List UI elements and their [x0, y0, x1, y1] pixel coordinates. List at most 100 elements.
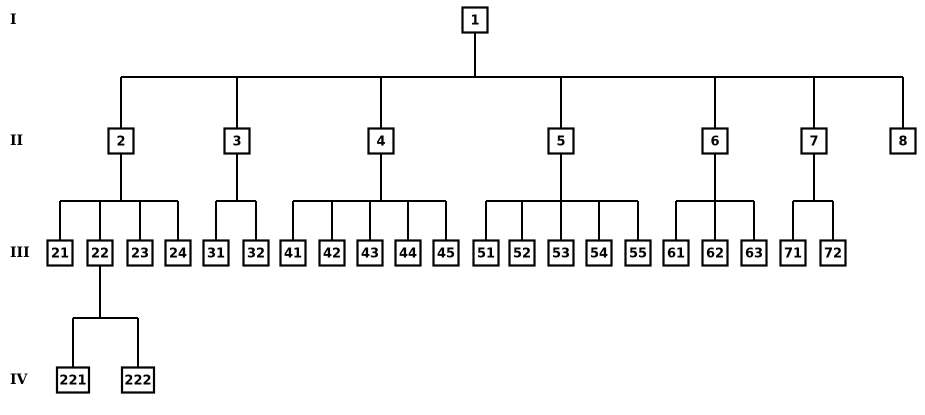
level-label: II — [10, 133, 23, 149]
tree-node-41: 41 — [279, 239, 307, 267]
tree-node-6: 6 — [701, 127, 729, 155]
level-label: IV — [10, 372, 29, 388]
tree-node-7: 7 — [800, 127, 828, 155]
node-box — [547, 127, 575, 155]
connector-lines — [59, 32, 904, 368]
node-box — [242, 239, 270, 267]
node-label: 45 — [437, 247, 455, 262]
tree-node-62: 62 — [701, 239, 729, 267]
node-box — [819, 239, 847, 267]
node-label: 62 — [706, 247, 724, 262]
node-label: 21 — [51, 247, 69, 262]
node-box — [889, 127, 917, 155]
node-box — [432, 239, 460, 267]
node-label: 41 — [284, 247, 302, 262]
node-label: 222 — [124, 374, 151, 389]
tree-node-54: 54 — [585, 239, 613, 267]
node-box — [318, 239, 346, 267]
node-label: 42 — [323, 247, 341, 262]
level-label: III — [10, 245, 30, 261]
node-box — [779, 239, 807, 267]
node-box — [624, 239, 652, 267]
node-box — [86, 239, 114, 267]
tree-node-5: 5 — [547, 127, 575, 155]
tree-node-22: 22 — [86, 239, 114, 267]
tree-node-45: 45 — [432, 239, 460, 267]
tree-node-71: 71 — [779, 239, 807, 267]
node-label: 72 — [824, 247, 842, 262]
tree-node-31: 31 — [202, 239, 230, 267]
tree-node-222: 222 — [120, 366, 156, 394]
tree-node-43: 43 — [356, 239, 384, 267]
node-label: 22 — [91, 247, 109, 262]
node-box — [547, 239, 575, 267]
node-label: 24 — [169, 247, 187, 262]
node-label: 44 — [399, 247, 417, 262]
node-label: 53 — [552, 247, 570, 262]
tree-node-8: 8 — [889, 127, 917, 155]
node-box — [367, 127, 395, 155]
node-box — [662, 239, 690, 267]
node-label: 31 — [207, 247, 225, 262]
node-label: 23 — [131, 247, 149, 262]
node-box — [740, 239, 768, 267]
tree-node-3: 3 — [223, 127, 251, 155]
tree-node-55: 55 — [624, 239, 652, 267]
tree-node-42: 42 — [318, 239, 346, 267]
node-label: 61 — [667, 247, 685, 262]
node-label: 221 — [59, 374, 86, 389]
node-box — [394, 239, 422, 267]
node-box — [126, 239, 154, 267]
tree-node-63: 63 — [740, 239, 768, 267]
tree-node-61: 61 — [662, 239, 690, 267]
tree-node-32: 32 — [242, 239, 270, 267]
node-label: 55 — [629, 247, 647, 262]
node-label: 5 — [556, 135, 565, 150]
node-label: 63 — [745, 247, 763, 262]
tree-node-24: 24 — [164, 239, 192, 267]
tree-node-23: 23 — [126, 239, 154, 267]
node-box — [164, 239, 192, 267]
node-box — [46, 239, 74, 267]
node-box — [701, 239, 729, 267]
node-label: 32 — [247, 247, 265, 262]
node-box — [279, 239, 307, 267]
node-label: 8 — [898, 135, 907, 150]
node-label: 3 — [232, 135, 241, 150]
tree-node-221: 221 — [55, 366, 91, 394]
node-box — [55, 366, 91, 394]
node-box — [508, 239, 536, 267]
node-box — [202, 239, 230, 267]
node-box — [585, 239, 613, 267]
node-label: 6 — [710, 135, 719, 150]
tree-node-53: 53 — [547, 239, 575, 267]
tree-node-21: 21 — [46, 239, 74, 267]
node-label: 4 — [376, 135, 385, 150]
tree-node-51: 51 — [472, 239, 500, 267]
level-label: I — [10, 12, 17, 28]
tree-node-1: 1 — [461, 6, 489, 34]
node-label: 54 — [590, 247, 608, 262]
node-label: 51 — [477, 247, 495, 262]
node-box — [472, 239, 500, 267]
node-label: 7 — [809, 135, 818, 150]
node-box — [107, 127, 135, 155]
node-box — [356, 239, 384, 267]
node-box — [120, 366, 156, 394]
node-box — [701, 127, 729, 155]
tree-node-44: 44 — [394, 239, 422, 267]
node-box — [800, 127, 828, 155]
node-label: 71 — [784, 247, 802, 262]
node-label: 43 — [361, 247, 379, 262]
tree-node-2: 2 — [107, 127, 135, 155]
tree-node-72: 72 — [819, 239, 847, 267]
node-label: 2 — [116, 135, 125, 150]
node-box — [223, 127, 251, 155]
node-label: 1 — [470, 14, 479, 29]
tree-node-52: 52 — [508, 239, 536, 267]
node-label: 52 — [513, 247, 531, 262]
tree-node-4: 4 — [367, 127, 395, 155]
